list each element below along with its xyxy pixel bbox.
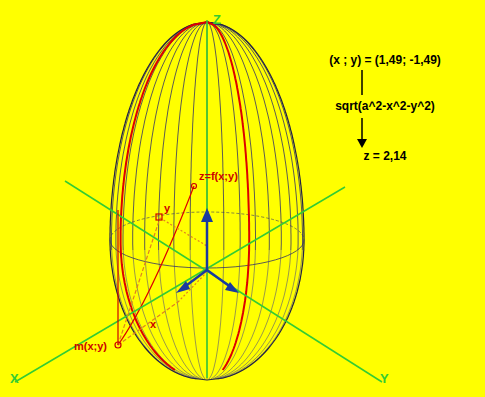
mesh-line <box>145 22 207 250</box>
formula-text: (x ; y) = (1,49; -1,49) <box>329 54 441 67</box>
mesh-line <box>174 22 207 250</box>
z-axis <box>206 20 208 378</box>
mesh-line <box>211 250 240 379</box>
points <box>115 184 197 349</box>
point-label: m(x;y) <box>74 340 107 352</box>
mesh-line <box>190 250 205 379</box>
mesh-line <box>159 250 202 379</box>
mesh-line <box>207 22 303 250</box>
axis-label: Z <box>213 13 221 27</box>
formula-text: sqrt(a^2-x^2-y^2) <box>335 100 435 113</box>
mesh-line <box>207 22 298 250</box>
coordinate-label: x <box>150 318 156 330</box>
mesh-line <box>123 22 207 250</box>
mesh-line <box>121 22 207 370</box>
function-label: z=f(x;y) <box>199 170 238 182</box>
mesh-line <box>207 22 240 250</box>
mesh-line <box>209 250 224 379</box>
mesh-line <box>145 250 200 379</box>
mesh-line <box>174 250 203 379</box>
coordinate-label: y <box>164 202 170 214</box>
y-axis <box>65 181 382 382</box>
mesh-line <box>118 186 194 345</box>
axis-label: X <box>10 372 19 386</box>
base-vectors <box>176 208 239 293</box>
mesh-line <box>207 22 269 250</box>
x-axis <box>15 187 345 382</box>
mesh-line <box>133 22 207 250</box>
red-curves <box>118 22 249 370</box>
mesh-line <box>207 22 249 370</box>
formula-text: z = 2,14 <box>363 150 406 163</box>
projection-lines <box>118 210 207 345</box>
axis-label: Y <box>380 372 389 386</box>
